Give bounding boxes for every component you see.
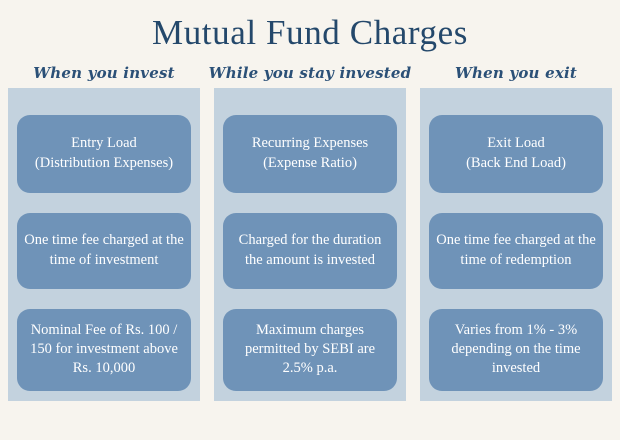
card-entry-load: Entry Load(Distribution Expenses)	[17, 114, 191, 193]
card-one-time-fee-investment: One time fee charged at the time of inve…	[17, 212, 191, 289]
card-text: Recurring Expenses(Expense Ratio)	[251, 135, 369, 171]
card-text: One time fee charged at the time of rede…	[436, 232, 596, 268]
card-nominal-fee: Nominal Fee of Rs. 100 / 150 for investm…	[17, 308, 191, 391]
column-header-when-you-invest: When you invest	[33, 63, 175, 82]
card-text: Charged for the duration the amount is i…	[238, 232, 382, 268]
card-text: Nominal Fee of Rs. 100 / 150 for investm…	[30, 321, 178, 377]
column-when-you-exit: When you exit Exit Load(Back End Load) O…	[420, 62, 612, 401]
column-panel-when-you-invest: Entry Load(Distribution Expenses) One ti…	[8, 87, 200, 401]
card-recurring-expenses: Recurring Expenses(Expense Ratio)	[223, 114, 397, 193]
card-text: Varies from 1% - 3% depending on the tim…	[451, 321, 581, 377]
column-panel-when-you-exit: Exit Load(Back End Load) One time fee ch…	[420, 87, 612, 401]
column-when-you-invest: When you invest Entry Load(Distribution …	[8, 62, 200, 401]
card-one-time-fee-redemption: One time fee charged at the time of rede…	[429, 212, 603, 289]
card-text: One time fee charged at the time of inve…	[24, 232, 184, 268]
card-charged-for-duration: Charged for the duration the amount is i…	[223, 212, 397, 289]
card-exit-load: Exit Load(Back End Load)	[429, 114, 603, 193]
column-header-while-you-stay-invested: While you stay invested	[208, 63, 412, 82]
page-title: Mutual Fund Charges	[151, 13, 469, 52]
card-text: Maximum charges permitted by SEBI are 2.…	[244, 321, 376, 377]
column-while-you-stay-invested: While you stay invested Recurring Expens…	[209, 62, 411, 401]
column-panel-while-you-stay-invested: Recurring Expenses(Expense Ratio) Charge…	[214, 87, 406, 401]
column-header-when-you-exit: When you exit	[455, 63, 577, 82]
columns-container: When you invest Entry Load(Distribution …	[0, 62, 620, 401]
card-varies-one-to-three-percent: Varies from 1% - 3% depending on the tim…	[429, 308, 603, 391]
card-text: Exit Load(Back End Load)	[466, 135, 566, 171]
card-text: Entry Load(Distribution Expenses)	[34, 135, 174, 171]
card-maximum-charges-sebi: Maximum charges permitted by SEBI are 2.…	[223, 308, 397, 391]
